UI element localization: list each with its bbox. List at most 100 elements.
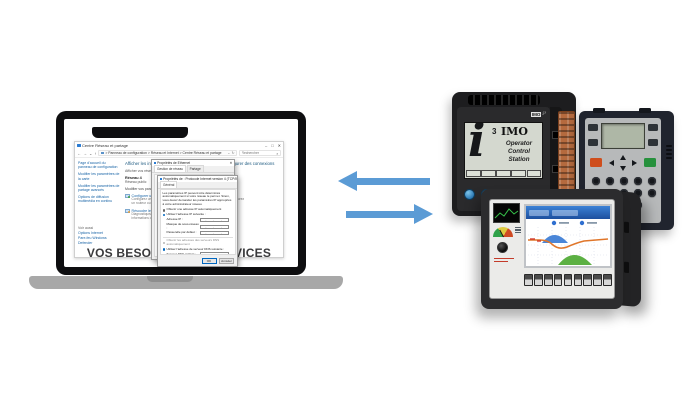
panel-key: [573, 273, 583, 286]
ipv4-dialog-title-bar: Propriétés de : Protocole Internet versi…: [158, 176, 237, 182]
panel-key: [533, 273, 543, 286]
preferred-dns-input[interactable]: . . .: [199, 252, 229, 254]
window-title-bar: Centre Réseau et partage – □ ✕: [75, 142, 283, 149]
window-title: Centre Réseau et partage: [82, 143, 129, 148]
breadcrumb[interactable]: > Panneau de configuration > Réseau et I…: [105, 151, 222, 155]
panel-key: [524, 273, 533, 286]
gauge-needle: [498, 229, 504, 238]
radio-icon[interactable]: [162, 248, 166, 251]
close-button[interactable]: ✕: [277, 143, 281, 148]
cancel-button[interactable]: Annuler: [219, 258, 234, 264]
laptop-base-notch: [147, 276, 193, 282]
softkey-label: [511, 170, 526, 177]
up-button[interactable]: ↑: [94, 150, 97, 156]
device-hmi-touch: [481, 189, 641, 309]
troubleshoot-icon: [125, 208, 130, 213]
ipv4-dialog-tabs: Général: [158, 181, 237, 189]
tab-networking[interactable]: Gestion de réseau: [154, 165, 187, 172]
lcd-text: Operator Control Station: [505, 140, 533, 164]
mini-display: [493, 203, 520, 223]
radio-manual-dns[interactable]: Utiliser l'adresse de serveur DNS suivan…: [162, 247, 233, 252]
forward-button[interactable]: →: [83, 150, 87, 156]
ipv4-intro-text: Les paramètres IP peuvent être déterminé…: [162, 190, 232, 206]
search-box[interactable]: ⌕: [239, 149, 281, 157]
device-operator-control-station: IMO i³ i 3 IMO Operator Control Station: [452, 92, 576, 216]
address-dropdown-icon[interactable]: ⌄: [227, 151, 231, 155]
minimize-button[interactable]: –: [264, 143, 268, 148]
sidebar-item-defender-firewall[interactable]: Pare-feu Windows Defender: [78, 236, 107, 245]
keypad-key: [634, 177, 642, 185]
arrow-up-icon: [619, 155, 626, 160]
ethernet-dialog-tabs: Gestion de réseau Partage: [152, 165, 234, 173]
refresh-button[interactable]: ↻: [231, 151, 235, 155]
radio-auto-dns[interactable]: Obtenir les adresses des serveurs DNS au…: [162, 238, 233, 247]
keypad-key: [634, 189, 642, 197]
address-bar[interactable]: > Panneau de configuration > Réseau et I…: [98, 149, 237, 157]
sidebar-item-media-streaming[interactable]: Options de diffusion multimédia en conti…: [78, 194, 113, 204]
laptop-base: [29, 276, 343, 289]
subnet-mask-input[interactable]: . . .: [199, 224, 229, 229]
field-subnet-mask: Masque de sous-réseau : . . .: [167, 222, 233, 231]
i3-logo-glyph: i: [468, 122, 486, 167]
maximize-button[interactable]: □: [271, 143, 274, 148]
softkey-label: [496, 170, 511, 177]
lcd-display: i 3 IMO Operator Control Station: [464, 122, 543, 179]
tab-general[interactable]: Général: [160, 181, 178, 188]
panel-key: [543, 273, 553, 286]
troubleshoot-link[interactable]: Résoudre les problèmes: [131, 208, 171, 213]
sidebar-item-internet-options[interactable]: Options Internet: [78, 230, 103, 235]
arrow-keypad: [608, 155, 638, 171]
search-input[interactable]: [241, 151, 277, 155]
sidebar-item-home[interactable]: Page d'accueil du panneau de configurati…: [78, 161, 118, 170]
search-icon: ⌕: [276, 150, 279, 156]
ethernet-dialog-title: Propriétés de Ethernet: [157, 161, 191, 165]
analog-gauge: [493, 227, 513, 238]
keypad-key: [606, 177, 614, 185]
ipv4-dialog-title: Propriétés de : Protocole Internet versi…: [163, 177, 237, 181]
gateway-input[interactable]: . . .: [199, 231, 229, 236]
gauge-labels: [515, 227, 521, 234]
change-settings-label: Modifier vos paramètres réseau: [125, 187, 175, 191]
arrow-left-key-icon: [609, 159, 614, 166]
app-icon: [77, 143, 81, 148]
radio-manual-ip[interactable]: Utiliser l'adresse IP suivante :: [162, 212, 233, 217]
ok-button[interactable]: OK: [201, 258, 217, 264]
recent-locations-button[interactable]: ⌄: [89, 150, 93, 156]
ethernet-dialog-title-bar: Propriétés de Ethernet ✕: [152, 160, 234, 166]
keypad-key: [592, 177, 600, 185]
arrow-left-shaft: [356, 178, 430, 185]
network-type: Réseau public: [125, 179, 147, 184]
divider: [162, 236, 233, 238]
arrow-left-icon: [338, 171, 357, 191]
softkey: [588, 124, 598, 131]
digital-readout: [526, 206, 610, 219]
keypad-key: [648, 189, 656, 197]
radio-icon: [162, 241, 166, 245]
radio-icon[interactable]: [162, 213, 166, 217]
softkey: [648, 139, 658, 146]
network-icon: [100, 151, 104, 155]
sidebar-item-adapter-settings[interactable]: Modifier les paramètres de la carte: [78, 172, 120, 181]
terminal-block: [558, 111, 575, 195]
radio-icon[interactable]: [162, 208, 166, 212]
field-default-gateway: Passerelle par défaut : . . .: [167, 231, 233, 236]
back-button[interactable]: ←: [77, 150, 81, 156]
mount-slot: [624, 221, 629, 234]
arrow-right-icon: [414, 204, 433, 224]
radio-auto-ip[interactable]: Obtenir une adresse IP automatiquement: [162, 208, 233, 212]
ip-address-input[interactable]: . . .: [199, 217, 229, 222]
vent-slot: [665, 157, 672, 159]
arrow-right-shaft: [346, 211, 415, 218]
ipv4-dialog-footer: OK Annuler: [158, 256, 237, 267]
device-faceplate: [489, 199, 615, 299]
sidebar-item-sharing-settings[interactable]: Modifier les paramètres de partage avanc…: [78, 183, 120, 192]
dialog-icon: [153, 161, 157, 165]
softkey: [648, 124, 658, 131]
new-connection-icon: [125, 193, 130, 198]
trend-chart: [528, 220, 609, 265]
close-icon[interactable]: ✕: [229, 161, 233, 165]
panel-key: [593, 273, 603, 286]
warning-text: [494, 258, 514, 263]
tab-sharing[interactable]: Partage: [186, 165, 204, 172]
mount-slot: [624, 261, 629, 274]
